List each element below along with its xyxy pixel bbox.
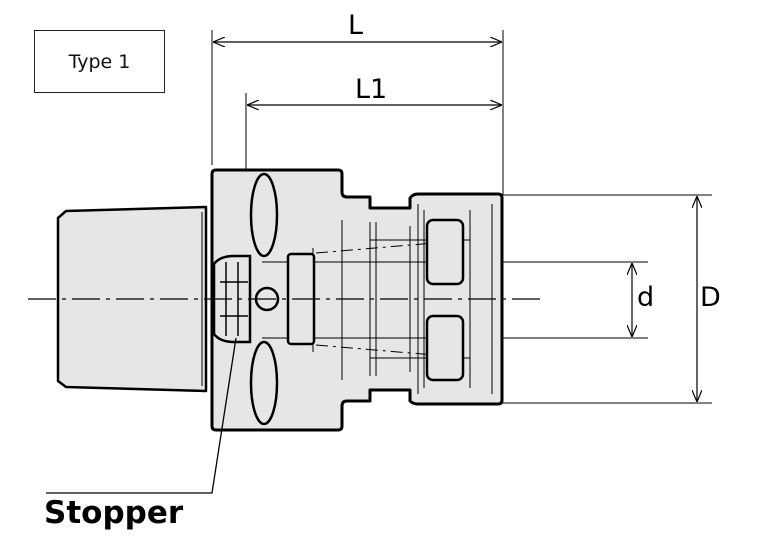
flange-window-top [249, 172, 279, 258]
nut-slots [425, 218, 465, 382]
dim-d-label: d [637, 282, 655, 313]
stopper-leader [46, 337, 237, 494]
tool-body [56, 168, 504, 432]
collet-taper-lines [315, 241, 447, 357]
dim-D-label: D [700, 282, 721, 313]
flange-window-bottom [249, 340, 279, 426]
type-label-box: Type 1 [34, 30, 165, 93]
dimension-lines [213, 42, 697, 402]
stopper-callout-label: Stopper [44, 495, 184, 531]
nut-slot-top [425, 218, 465, 286]
dim-L-label: L [348, 10, 364, 41]
nut-slot-bottom [425, 314, 465, 382]
flange-windows [249, 172, 279, 426]
dim-L1-label: L1 [355, 74, 388, 105]
type-label: Type 1 [68, 50, 131, 73]
